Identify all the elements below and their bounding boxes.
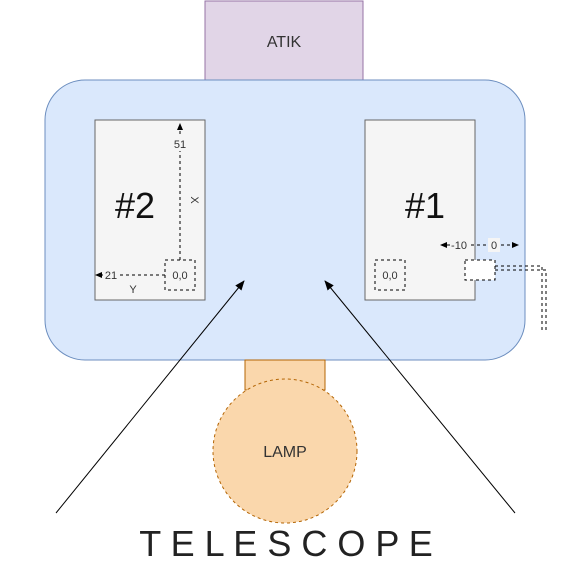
telescope-arrow-right	[324, 280, 516, 514]
slot-1-sample-box	[464, 259, 496, 281]
slot-2-x-axis-label: X	[188, 196, 200, 204]
slot-2-origin-label: 0,0	[172, 270, 187, 282]
atik-camera: ATIK	[204, 0, 364, 81]
slot-2-y-max-label: 21	[105, 270, 117, 282]
telescope-label: T E L E S C O P E	[139, 523, 432, 564]
slot-1-origin-box	[374, 259, 406, 291]
slot-1-title: #1	[405, 185, 445, 226]
lamp: LAMP	[212, 378, 358, 524]
slot-2-title: #2	[115, 185, 155, 226]
slot-1-range-min-label: -10	[451, 240, 467, 252]
lamp-label: LAMP	[263, 444, 307, 461]
atik-label: ATIK	[267, 34, 302, 51]
slot-1-cable	[495, 265, 547, 330]
slot-1-origin-label: 0,0	[382, 270, 397, 282]
slot-2-x-max-label: 51	[174, 139, 186, 151]
slot-2-y-axis-label: Y	[129, 284, 137, 296]
slot-1-range-zero-label: 0	[491, 240, 497, 252]
telescope-arrow-left	[55, 280, 245, 514]
slot-1: #1 0,0 -10 0	[364, 119, 519, 301]
slot-2: #2 0,0 51 X 21 Y	[94, 119, 206, 301]
